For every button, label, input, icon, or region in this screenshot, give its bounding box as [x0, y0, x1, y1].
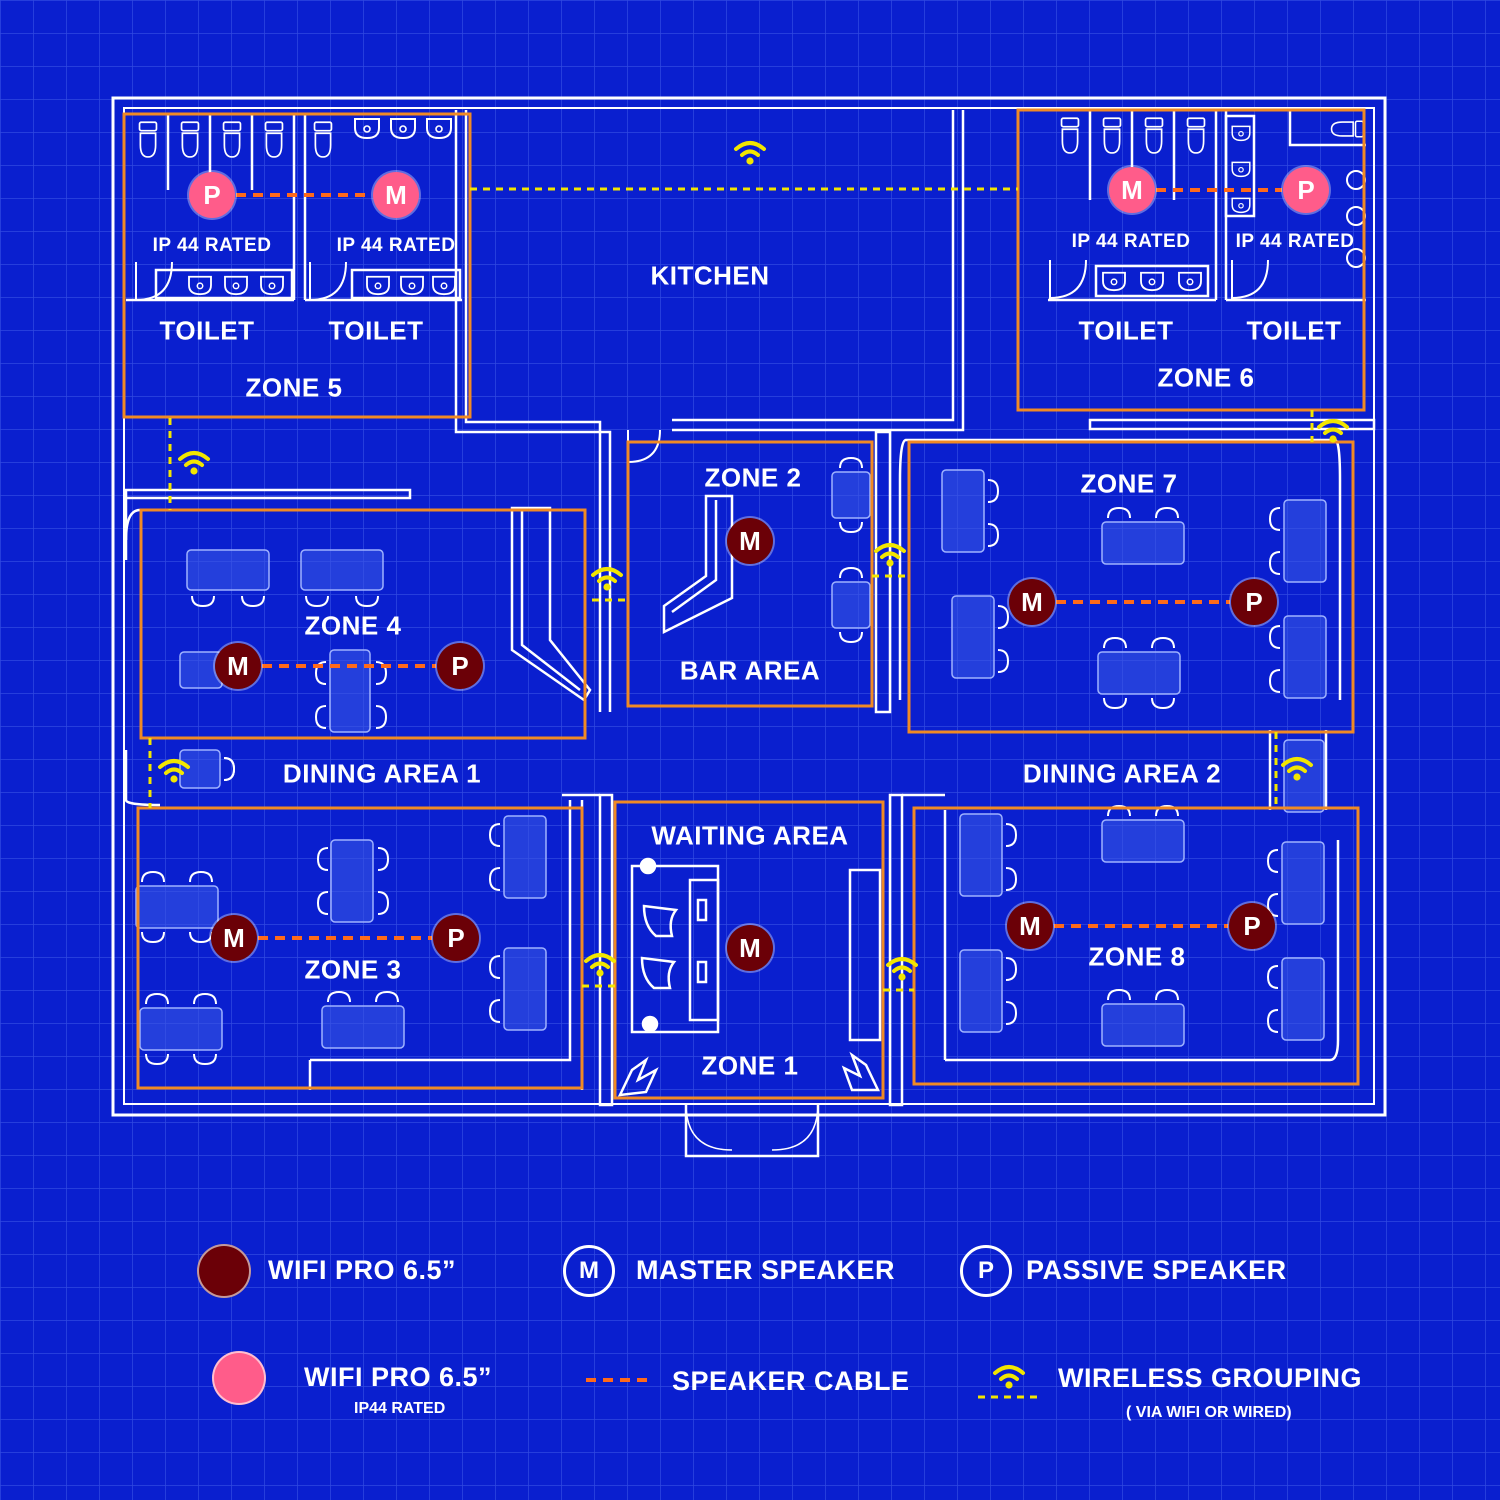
room-label-bar-area: BAR AREA [679, 655, 821, 686]
ip44-label: IP 44 RATED [1235, 231, 1355, 252]
legend-wifi-pro-ip44-dot [212, 1351, 266, 1405]
ip44-label: IP 44 RATED [336, 235, 456, 256]
zone-label-2: ZONE 2 [704, 462, 802, 493]
master-speaker-zone-3: M [211, 915, 257, 961]
zone-label-6: ZONE 6 [1157, 362, 1255, 393]
legend-passive-symbol: P [960, 1245, 1012, 1297]
master-speaker-ip44: M [373, 172, 419, 218]
zone-label-4: ZONE 4 [304, 610, 402, 641]
passive-speaker-zone-7: P [1231, 579, 1277, 625]
room-label-toilet: TOILET [328, 315, 424, 346]
passive-speaker-ip44: P [189, 172, 235, 218]
ip44-label: IP 44 RATED [1071, 231, 1191, 252]
room-label-dining-area-2: DINING AREA 2 [1022, 758, 1222, 789]
master-speaker-zone-8: M [1007, 903, 1053, 949]
zone-label-1: ZONE 1 [701, 1050, 799, 1081]
legend-cable-label: SPEAKER CABLE [672, 1366, 910, 1396]
room-label-waiting-area: WAITING AREA [651, 820, 849, 851]
master-speaker-zone-7: M [1009, 579, 1055, 625]
legend-graphics [586, 1365, 1040, 1399]
waiting-furniture [617, 857, 880, 1097]
zone-label-5: ZONE 5 [245, 372, 343, 403]
passive-speaker-ip44: P [1283, 167, 1329, 213]
legend-wifi-pro-dot [197, 1244, 251, 1298]
outer-walls [111, 96, 1387, 1117]
room-label-kitchen: KITCHEN [650, 260, 770, 291]
room-label-dining-area-1: DINING AREA 1 [282, 758, 482, 789]
legend-wireless-label: WIRELESS GROUPING [1058, 1363, 1363, 1393]
legend-ip44-sub: IP44 RATED [354, 1400, 446, 1417]
passive-speaker-zone-3: P [433, 915, 479, 961]
legend-master-label: MASTER SPEAKER [636, 1255, 896, 1285]
wireless-links [148, 187, 1314, 992]
zone-outlines [122, 108, 1366, 1100]
master-speaker-zone-2: M [727, 518, 773, 564]
legend-master-symbol: M [563, 1245, 615, 1297]
master-speaker-zone-1: M [727, 925, 773, 971]
room-label-toilet: TOILET [159, 315, 255, 346]
passive-speaker-zone-8: P [1229, 903, 1275, 949]
zone-label-8: ZONE 8 [1088, 941, 1186, 972]
zone-label-7: ZONE 7 [1080, 468, 1178, 499]
legend-wifi-pro-ip44-label: WIFI PRO 6.5” [304, 1362, 493, 1392]
legend-wifi-pro-label: WIFI PRO 6.5” [268, 1255, 457, 1285]
room-label-toilet: TOILET [1078, 315, 1174, 346]
room-label-toilet: TOILET [1246, 315, 1342, 346]
interior-walls [124, 110, 1376, 1158]
zone-label-3: ZONE 3 [304, 954, 402, 985]
speaker-cables [236, 188, 1282, 940]
ip44-label: IP 44 RATED [152, 235, 272, 256]
tables [135, 469, 1327, 1051]
passive-speaker-zone-4: P [437, 643, 483, 689]
legend-wireless-sub: ( VIA WIFI OR WIRED) [1126, 1404, 1292, 1421]
master-speaker-zone-4: M [215, 643, 261, 689]
legend-passive-label: PASSIVE SPEAKER [1026, 1255, 1287, 1285]
master-speaker-ip44: M [1109, 167, 1155, 213]
